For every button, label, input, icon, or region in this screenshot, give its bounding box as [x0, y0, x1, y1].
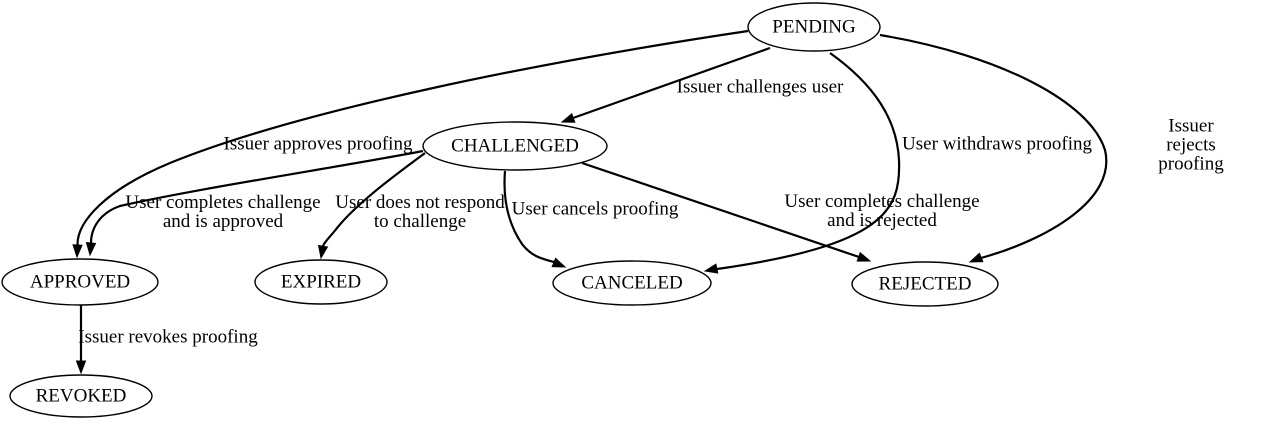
state-expired-label: EXPIRED: [280, 271, 362, 293]
edge-approved-revoked-arrowhead: [75, 360, 87, 375]
state-pending-ellipse: [747, 2, 881, 52]
edge-pending-rejected: [879, 33, 1108, 260]
state-canceled-ellipse: [552, 260, 712, 306]
edge-challenged-canceled: [503, 170, 555, 264]
state-rejected-label: REJECTED: [878, 273, 972, 295]
state-revoked-label: REVOKED: [35, 385, 127, 407]
edge-label-challenged-approved: User completes challenge and is approved: [125, 192, 321, 232]
edge-pending-rejected-arrowhead: [968, 252, 984, 263]
edge-challenged-approved-arrowhead: [85, 242, 97, 257]
state-approved-ellipse: [1, 258, 159, 306]
edge-label-pending-canceled: User withdraws proofing: [902, 133, 1092, 155]
edge-label-challenged-rejected: User completes challenge and is rejected: [784, 191, 980, 231]
edge-challenged-rejected: [581, 161, 860, 259]
edge-pending-canceled-arrowhead: [703, 263, 719, 274]
edge-label-challenged-canceled: User cancels proofing: [511, 198, 679, 220]
edge-pending-approved-arrowhead: [72, 244, 83, 259]
state-pending-label: PENDING: [772, 16, 856, 38]
edge-challenged-canceled-arrowhead: [551, 257, 567, 268]
edge-challenged-rejected-arrowhead: [856, 251, 872, 262]
state-approved-label: APPROVED: [29, 271, 131, 293]
edge-pending-challenged: [572, 46, 771, 120]
state-revoked-ellipse: [9, 374, 153, 418]
edge-label-pending-rejected: Issuer rejects proofing: [1158, 115, 1224, 175]
edge-pending-approved: [76, 29, 749, 246]
edge-pending-canceled: [716, 52, 901, 271]
edge-label-challenged-expired: User does not respond to challenge: [335, 192, 505, 232]
state-challenged-ellipse: [422, 121, 608, 171]
state-canceled-label: CANCELED: [581, 272, 683, 294]
edge-label-approved-revoked: Issuer revokes proofing: [78, 326, 258, 348]
edge-label-pending-challenged: Issuer challenges user: [676, 76, 844, 98]
edge-challenged-expired-arrowhead: [317, 244, 329, 260]
state-rejected-ellipse: [851, 261, 999, 307]
edge-challenged-approved: [89, 149, 424, 244]
state-expired-ellipse: [254, 259, 388, 305]
edge-challenged-expired: [321, 152, 426, 247]
edge-label-pending-approved: Issuer approves proofing: [223, 133, 413, 155]
state-challenged-label: CHALLENGED: [451, 135, 579, 157]
edge-pending-challenged-arrowhead: [560, 112, 576, 123]
